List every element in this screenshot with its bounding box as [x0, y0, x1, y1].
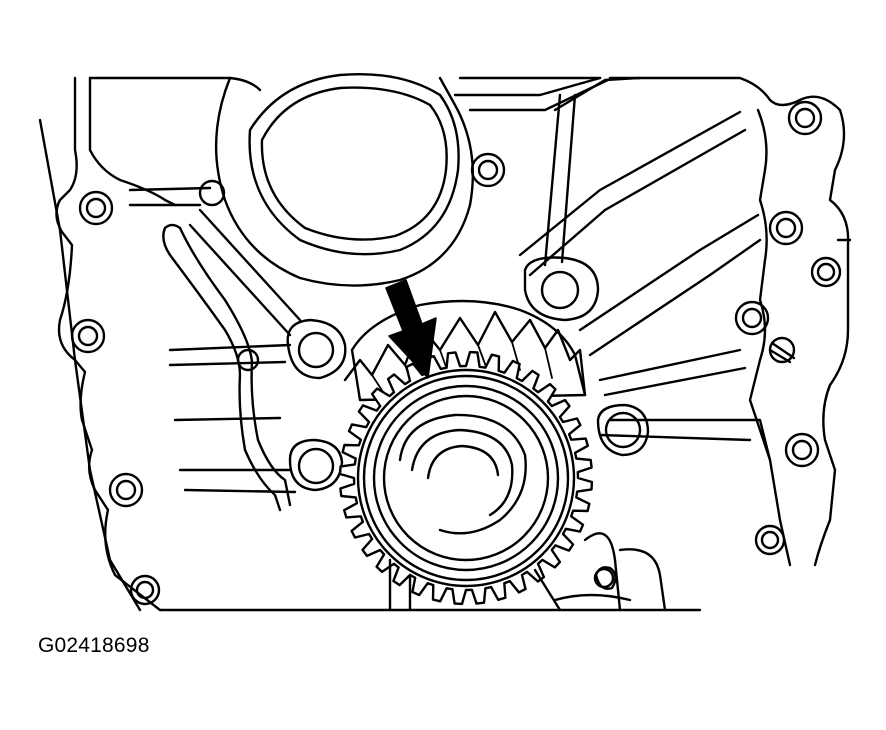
oil-tube [162, 223, 292, 512]
case-ribs [128, 76, 772, 494]
flange-bolt-holes [70, 100, 842, 606]
center-bolt-bosses [286, 256, 650, 590]
upper-bearing-bore [214, 72, 475, 287]
lower-housing [158, 532, 702, 612]
output-gear [338, 350, 594, 606]
figure-id-label: G02418698 [38, 634, 150, 657]
case-flange [38, 76, 852, 612]
arrow-icon [385, 279, 437, 379]
fill-plug [768, 336, 796, 364]
